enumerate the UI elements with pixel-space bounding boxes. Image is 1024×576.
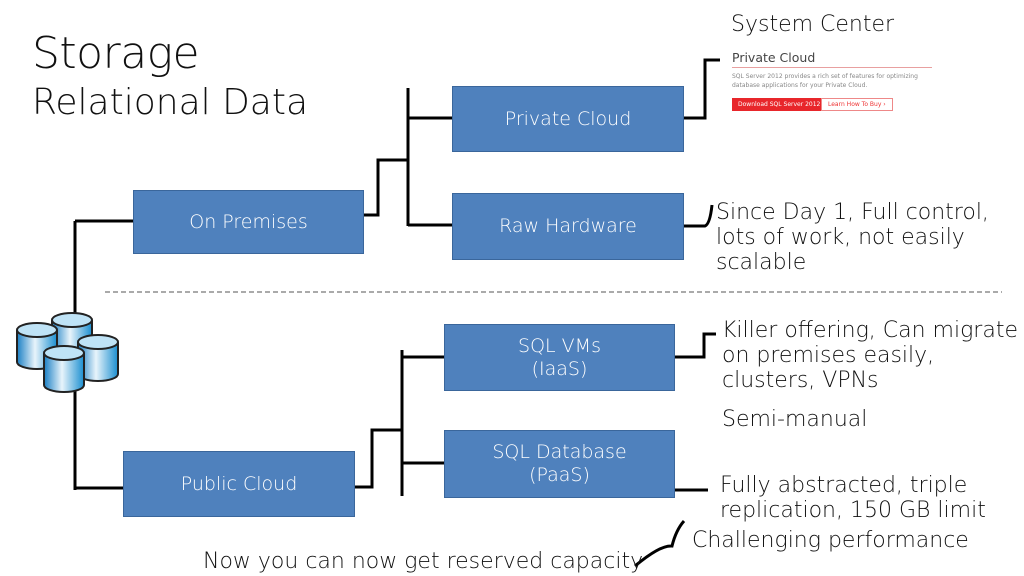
node-sql-database: SQL Database(PaaS) bbox=[444, 430, 675, 498]
node-sql-vms: SQL VMs(IaaS) bbox=[444, 324, 675, 391]
learn-how-to-buy-button[interactable]: Learn How To Buy › bbox=[821, 98, 893, 111]
database-cluster-icon bbox=[16, 312, 119, 393]
node-sublabel: (PaaS) bbox=[529, 464, 590, 486]
node-label: Private Cloud bbox=[504, 107, 632, 130]
note-raw-hardware: Since Day 1, Full control, lots of work,… bbox=[716, 200, 989, 275]
system-center-heading: System Center bbox=[731, 12, 895, 37]
node-sublabel: (IaaS) bbox=[531, 357, 588, 380]
note-reserved-capacity: Now you can now get reserved capacity bbox=[203, 549, 644, 574]
page-subtitle: Relational Data bbox=[32, 82, 309, 123]
note-sql-vms: Killer offering, Can migrate on premises… bbox=[722, 318, 1018, 393]
note-semi-manual: Semi-manual bbox=[722, 407, 868, 432]
node-raw-hardware: Raw Hardware bbox=[452, 193, 684, 260]
note-challenging: Challenging performance bbox=[692, 528, 969, 553]
note-sql-database: Fully abstracted, triple replication, 15… bbox=[720, 473, 986, 523]
node-label: SQL VMs bbox=[518, 334, 601, 357]
node-label: Raw Hardware bbox=[499, 215, 637, 238]
screenshot-description: SQL Server 2012 provides a rich set of f… bbox=[732, 73, 918, 89]
node-public-cloud: Public Cloud bbox=[123, 451, 355, 517]
node-label: SQL Database bbox=[492, 441, 627, 464]
node-on-premises: On Premises bbox=[133, 190, 364, 254]
download-button[interactable]: Download SQL Server 2012 › bbox=[732, 98, 831, 111]
node-private-cloud: Private Cloud bbox=[452, 86, 684, 152]
page-title: Storage bbox=[32, 28, 200, 79]
node-label: On Premises bbox=[189, 210, 308, 233]
screenshot-page-title: Private Cloud bbox=[732, 50, 932, 68]
node-label: Public Cloud bbox=[180, 472, 298, 495]
